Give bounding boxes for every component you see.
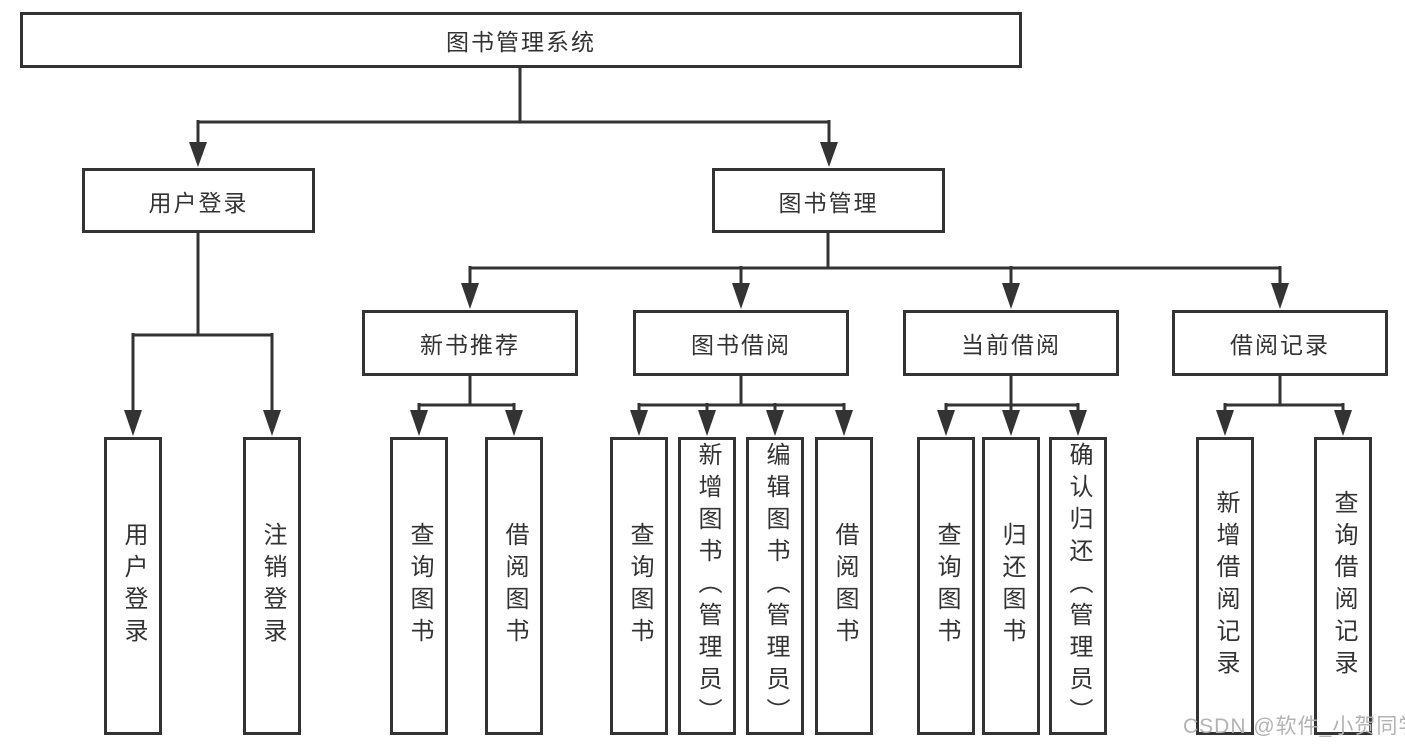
node-book-management-label: 图书管理	[778, 189, 879, 216]
node-new-books-label: 新书推荐	[420, 332, 520, 358]
leaf-borrow-add: 新增图书（管理员）	[678, 437, 736, 735]
arrowhead	[630, 410, 648, 436]
leaf-borrow-edit-label: 编辑图书（管理员）	[762, 442, 789, 730]
arrowhead	[505, 410, 523, 436]
leaf-records-query: 查询借阅记录	[1314, 437, 1372, 735]
arrowhead	[698, 410, 716, 436]
node-root-label: 图书管理系统	[446, 29, 596, 55]
node-book-management: 图书管理	[712, 168, 945, 233]
leaf-logout: 注销登录	[243, 437, 301, 735]
arrowhead	[1069, 410, 1087, 436]
arrowhead	[461, 283, 479, 309]
leaf-borrow-query-label: 查询图书	[626, 522, 653, 650]
arrowhead	[1216, 410, 1234, 436]
leaf-newbooks-borrow-label: 借阅图书	[501, 522, 528, 650]
arrowhead	[124, 410, 142, 436]
node-current-borrow-label: 当前借阅	[961, 332, 1061, 358]
leaf-current-confirm: 确认归还（管理员）	[1049, 437, 1107, 735]
edge-book-management-to-level3	[461, 232, 1289, 309]
leaf-current-return: 归还图书	[982, 437, 1040, 735]
arrowhead	[766, 410, 784, 436]
node-book-borrow-label: 图书借阅	[691, 332, 791, 358]
leaf-borrow-add-label: 新增图书（管理员）	[694, 442, 721, 730]
arrowhead	[1334, 410, 1352, 436]
arrowhead	[835, 410, 853, 436]
node-book-borrow: 图书借阅	[633, 310, 849, 376]
edge-root-to-level2	[189, 66, 838, 167]
arrowhead	[1002, 410, 1020, 436]
leaf-borrow-borrow-label: 借阅图书	[831, 522, 858, 650]
leaf-current-return-label: 归还图书	[998, 522, 1025, 650]
node-user-login-label: 用户登录	[148, 189, 249, 216]
leaf-current-query-label: 查询图书	[933, 522, 960, 650]
arrowhead	[1271, 283, 1289, 309]
edge-user-login-to-children	[124, 232, 281, 436]
leaf-borrow-borrow: 借阅图书	[815, 437, 873, 735]
edge-book-borrow-to-children	[630, 376, 853, 436]
leaf-logout-label: 注销登录	[259, 522, 286, 650]
leaf-user-login: 用户登录	[104, 437, 162, 735]
arrowhead	[820, 142, 838, 167]
arrowhead	[263, 410, 281, 436]
leaf-borrow-query: 查询图书	[610, 437, 668, 735]
arrowhead	[732, 283, 750, 309]
leaf-newbooks-query: 查询图书	[390, 437, 448, 735]
arrowhead	[410, 410, 428, 436]
node-root: 图书管理系统	[20, 12, 1022, 68]
arrowhead	[1002, 283, 1020, 309]
node-current-borrow: 当前借阅	[903, 310, 1119, 376]
leaf-newbooks-query-label: 查询图书	[406, 522, 433, 650]
leaf-records-query-label: 查询借阅记录	[1330, 490, 1357, 682]
node-new-books: 新书推荐	[362, 310, 578, 376]
leaf-records-add: 新增借阅记录	[1196, 437, 1254, 735]
node-borrow-records-label: 借阅记录	[1230, 332, 1330, 358]
node-user-login: 用户登录	[82, 168, 315, 233]
csdn-watermark: CSDN @软件_小贺同学	[1183, 715, 1405, 738]
leaf-borrow-edit: 编辑图书（管理员）	[746, 437, 804, 735]
leaf-user-login-label: 用户登录	[120, 522, 147, 650]
edge-current-borrow-to-children	[937, 376, 1087, 436]
arrowhead	[189, 142, 207, 167]
node-borrow-records: 借阅记录	[1172, 310, 1388, 376]
leaf-newbooks-borrow: 借阅图书	[485, 437, 543, 735]
leaf-records-add-label: 新增借阅记录	[1212, 490, 1239, 682]
leaf-current-query: 查询图书	[917, 437, 975, 735]
leaf-current-confirm-label: 确认归还（管理员）	[1065, 442, 1092, 730]
edge-new-books-to-children	[410, 376, 523, 436]
edge-borrow-records-to-children	[1216, 376, 1352, 436]
arrowhead	[937, 410, 955, 436]
